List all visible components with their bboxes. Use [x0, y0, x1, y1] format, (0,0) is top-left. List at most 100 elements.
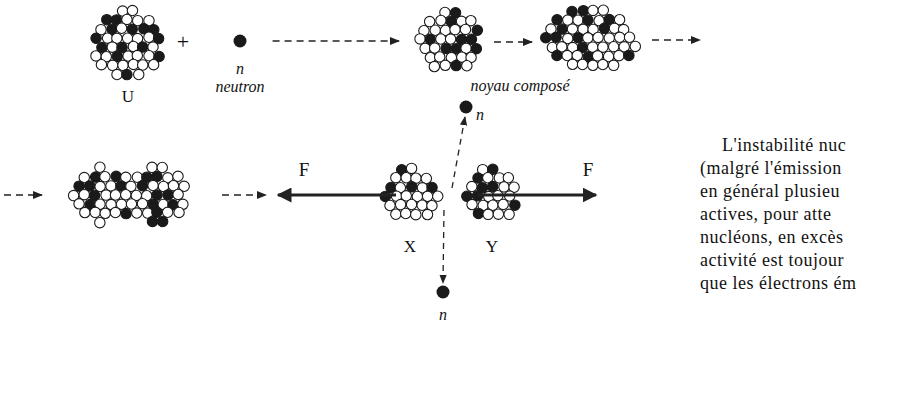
- process-arrow: [4, 194, 42, 196]
- body-text: activité est toujour: [700, 251, 844, 271]
- nucleon: [112, 69, 122, 79]
- nucleon: [110, 207, 120, 217]
- uranium-nucleus: [91, 5, 165, 79]
- nucleon: [102, 14, 112, 24]
- nucleon: [473, 208, 483, 218]
- body-text: actives, pour atte: [700, 205, 831, 225]
- nucleon: [573, 33, 583, 43]
- nucleon: [578, 5, 588, 15]
- nucleon: [80, 207, 90, 217]
- fragment-nucleus: [380, 163, 443, 220]
- nucleon: [110, 190, 120, 200]
- nucleon: [121, 208, 131, 218]
- node-label: neutron: [215, 78, 264, 96]
- fragment-nucleus: [462, 164, 520, 220]
- nucleon: [420, 43, 430, 53]
- force-label: F: [299, 160, 310, 181]
- nucleon: [173, 189, 183, 199]
- nucleon: [552, 15, 562, 25]
- nucleon: [90, 207, 100, 217]
- nucleon: [598, 5, 608, 15]
- compound-nucleus: [415, 7, 483, 71]
- nucleon: [415, 34, 425, 44]
- fragment-nucleus: Y: [458, 160, 528, 262]
- nucleon: [95, 162, 105, 172]
- nucleon: [460, 24, 470, 34]
- nucleon: [630, 41, 640, 51]
- nucleon: [422, 209, 432, 219]
- nucleon: [401, 208, 411, 218]
- nucleon: [614, 32, 624, 42]
- nucleon: [552, 50, 562, 60]
- nucleon: [510, 200, 520, 210]
- nucleon: [541, 33, 551, 43]
- nucleon: [440, 60, 450, 70]
- nucleon: [588, 5, 598, 15]
- nucleon: [91, 33, 101, 43]
- nucleon: [429, 61, 439, 71]
- dumbbell-nucleus: [68, 162, 189, 228]
- nucleon: [391, 172, 401, 182]
- nucleon: [467, 181, 477, 191]
- node-label: noyau composé: [470, 77, 569, 95]
- nucleon: [406, 199, 416, 209]
- nucleon: [134, 69, 144, 79]
- node-label: n: [439, 306, 447, 324]
- nucleon: [417, 200, 427, 210]
- body-text: nucléons, en excès: [700, 228, 843, 248]
- nucleon: [100, 208, 110, 218]
- deformed-nucleus: [541, 5, 641, 71]
- process-arrow: [222, 194, 266, 196]
- nucleon: [121, 190, 131, 200]
- nucleon: [157, 216, 167, 226]
- nucleon: [411, 209, 421, 219]
- body-text: que les électrons ém: [700, 274, 856, 294]
- nucleon: [144, 32, 154, 42]
- nucleon: [137, 199, 147, 209]
- reaction-arrow: [273, 40, 399, 42]
- node-label: n: [476, 106, 484, 124]
- nucleon: [148, 60, 158, 70]
- nucleon: [391, 209, 401, 219]
- nucleon: [614, 50, 624, 60]
- neutron-dot: [437, 286, 450, 299]
- process-arrow: [652, 39, 700, 41]
- nucleon: [624, 32, 634, 42]
- compound-nucleus: noyau composé: [405, 0, 655, 97]
- nucleon: [137, 181, 147, 191]
- nucleon: [624, 50, 634, 60]
- nucleon: [406, 163, 416, 173]
- emitted-neutron: n: [456, 96, 492, 126]
- force-label: F: [583, 160, 594, 181]
- nucleon: [138, 60, 148, 70]
- nucleon: [483, 209, 493, 219]
- emitted-neutron: n: [428, 284, 458, 330]
- nucleon: [433, 191, 443, 201]
- nucleon: [608, 60, 618, 70]
- nucleon: [577, 59, 587, 69]
- nucleon: [147, 216, 157, 226]
- nucleon: [588, 60, 598, 70]
- process-arrow: [494, 41, 532, 43]
- fragment-nucleus: X: [375, 160, 445, 262]
- nucleon: [116, 23, 126, 33]
- nucleon: [163, 190, 173, 200]
- neutron-dot: [460, 101, 473, 114]
- nucleon: [599, 23, 609, 33]
- force-arrow: [478, 194, 596, 197]
- node-label: Y: [486, 238, 498, 257]
- node-label: n: [236, 60, 244, 78]
- nucleon: [173, 171, 183, 181]
- nucleon: [436, 15, 446, 25]
- node-label: X: [404, 238, 416, 257]
- body-text: (malgré l'émission: [700, 159, 842, 179]
- nucleon: [122, 69, 132, 79]
- plus-sign: +: [177, 30, 189, 54]
- nucleon: [111, 171, 121, 181]
- neutron-path: [443, 210, 444, 283]
- neutron: nneutron: [213, 30, 266, 98]
- nucleon: [504, 209, 514, 219]
- nucleon: [593, 32, 603, 42]
- nucleon: [467, 199, 477, 209]
- nucleon: [493, 209, 503, 219]
